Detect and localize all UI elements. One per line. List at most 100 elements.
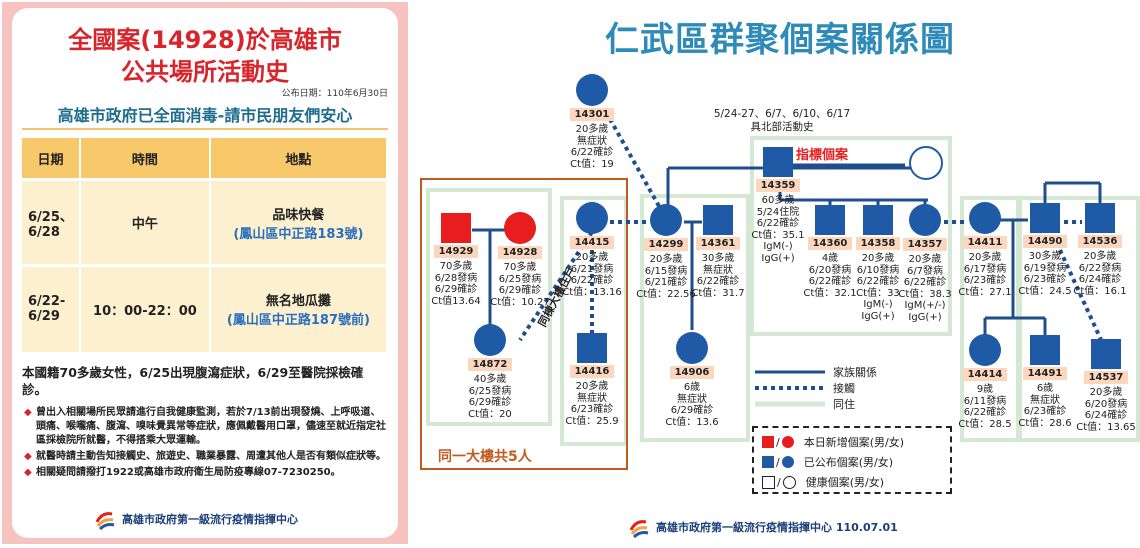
same-building-group bbox=[420, 178, 628, 470]
blue-square-icon bbox=[762, 456, 774, 468]
index-case-label: 指標個案 bbox=[796, 148, 849, 163]
case-id-label: 14299 bbox=[644, 238, 688, 251]
hollow-square-icon bbox=[762, 475, 775, 489]
legend-contact: 接觸 bbox=[755, 382, 855, 395]
diagram-footer-text: 高雄市政府第一級流行疫情指揮中心 110.07.01 bbox=[656, 521, 898, 534]
case-info: 70多歲 6/25發病 6/29確診 Ct值：10.27 bbox=[490, 262, 550, 308]
list-item: ◆就醫時請主動告知接觸史、旅遊史、職業暴露、周遭其他人是否有類似症狀等。 bbox=[24, 451, 386, 462]
legend-healthy-case: / 健康個案(男/女) bbox=[762, 474, 884, 490]
blue-circle-icon bbox=[781, 456, 794, 468]
case-info: 20多歲 6/7發病 6/22確診 Ct值：38.3 IgM(+/-) IgG(… bbox=[898, 254, 952, 323]
case-id-label: 14361 bbox=[696, 237, 740, 250]
legend-new-case: / 本日新增個案(男/女) bbox=[762, 434, 904, 450]
table-row: 6/22-6/29 10：00-22：00 無名地瓜攤 (鳳山區中正路187號前… bbox=[22, 264, 389, 352]
case-id-label: 14415 bbox=[570, 236, 614, 249]
case-node-14358 bbox=[863, 205, 893, 235]
announcement-title-line2: 公共場所活動史 bbox=[121, 58, 289, 86]
row-time: 10：00-22：00 bbox=[80, 264, 211, 352]
announcement-card: 全國案(14928)於高雄市 公共場所活動史 公布日期：110年6月30日 高雄… bbox=[12, 8, 398, 538]
line-legend: 家族關係 接觸 同住 bbox=[755, 360, 965, 420]
row-date: 6/25、6/28 bbox=[22, 178, 81, 266]
diamond-icon: ◆ bbox=[24, 451, 32, 462]
case-info: 20多歲 6/15發病 6/21確診 Ct值：22.56 bbox=[636, 254, 696, 300]
cohabit-box bbox=[426, 188, 552, 426]
case-node-14491 bbox=[1030, 335, 1060, 365]
header-date: 日期 bbox=[22, 138, 81, 180]
venue-table: 日期 時間 地點 6/25、6/28 中午 品味快餐 (鳳山區中正路183號) … bbox=[22, 138, 389, 352]
case-info: 20多歲 6/10發病 6/22確診 Ct值：33 IgM(-) IgG(+) bbox=[856, 253, 900, 322]
case-info: 20多歲 無症狀 6/22確診 Ct值：19 bbox=[570, 124, 614, 170]
row-place-cell: 品味快餐 (鳳山區中正路183號) bbox=[209, 178, 389, 266]
row-time: 中午 bbox=[80, 178, 211, 266]
case-info: 20多歲 6/21發病 6/22確診 Ct值：13.16 bbox=[562, 252, 622, 298]
case-summary: 本國籍70多歲女性，6/25出現腹瀉症狀，6/29至醫院採檢確診。 bbox=[22, 365, 364, 397]
diamond-icon: ◆ bbox=[24, 407, 32, 418]
case-info: 6歲 無症狀 6/23確診 Ct值：28.6 bbox=[1018, 383, 1072, 429]
case-id-label: 14537 bbox=[1084, 371, 1128, 384]
case-info: 20多歲 6/20發病 6/24確診 Ct值：13.65 bbox=[1076, 387, 1136, 433]
legend-published-case: / 已公布個案(男/女) bbox=[762, 454, 893, 470]
case-node-14490 bbox=[1030, 203, 1060, 233]
command-center-logo-icon bbox=[629, 520, 649, 538]
list-item: ◆曾出入相關場所民眾請進行自我健康監測，若於7/13前出現發燒、上呼吸道、頭痛、… bbox=[24, 407, 386, 446]
case-info: 6歲 無症狀 6/29確診 Ct值：13.6 bbox=[665, 382, 719, 428]
diagram-footer: 高雄市政府第一級流行疫情指揮中心 110.07.01 bbox=[628, 516, 898, 538]
cohabit-box bbox=[640, 194, 750, 442]
legend-cohabit: 同住 bbox=[755, 398, 855, 411]
row-place-cell: 無名地瓜攤 (鳳山區中正路187號前) bbox=[209, 264, 389, 352]
announcement-title-line1: 全國案(14928)於高雄市 bbox=[68, 26, 342, 54]
left-footer-text: 高雄市政府第一級流行疫情指揮中心 bbox=[122, 513, 298, 526]
header-place: 地點 bbox=[209, 138, 389, 180]
case-info: 60多歲 5/24住院 6/22確診 Ct值：35.1 IgM(-) IgG(+… bbox=[751, 195, 805, 264]
case-id-label: 14357 bbox=[903, 238, 947, 251]
case-id-label: 14414 bbox=[963, 368, 1007, 381]
case-info: 40多歲 6/25發病 6/29確診 Ct值：20 bbox=[468, 374, 512, 420]
contact-line bbox=[604, 111, 662, 209]
case-info: 70多歲 6/28發病 6/29確診 Ct值13.64 bbox=[431, 261, 481, 307]
legend-family: 家族關係 bbox=[755, 366, 877, 379]
case-info: 9歲 6/11發病 6/22確診 Ct值：28.5 bbox=[958, 384, 1012, 430]
contact-line bbox=[518, 230, 594, 342]
red-circle-icon bbox=[781, 436, 794, 448]
case-info: 20多歲 6/22發病 6/24確診 Ct值：16.1 bbox=[1073, 251, 1127, 297]
case-node-14906 bbox=[676, 332, 708, 364]
case-node-14301 bbox=[576, 74, 608, 106]
case-id-label: 14360 bbox=[808, 237, 852, 250]
same-building-label: 同一大樓共5人 bbox=[438, 449, 532, 465]
case-id-label: 14301 bbox=[570, 108, 614, 121]
place-address: (鳳山區中正路187號前) bbox=[226, 313, 370, 329]
case-node-14361 bbox=[703, 205, 733, 235]
place-name: 品味快餐 bbox=[272, 207, 325, 223]
contact-line bbox=[1058, 249, 1104, 343]
row-date: 6/22-6/29 bbox=[22, 264, 81, 352]
case-node-14416 bbox=[577, 333, 607, 363]
case-id-label: 14411 bbox=[963, 236, 1007, 249]
case-id-label: 14929 bbox=[434, 245, 478, 258]
cohabit-box bbox=[750, 136, 952, 336]
case-node-14929 bbox=[441, 213, 471, 243]
case-node-14928 bbox=[504, 212, 536, 244]
banner-divider bbox=[22, 128, 388, 130]
case-info: 20多歲 6/17發病 6/23確診 Ct值：27.1 bbox=[958, 252, 1012, 298]
header-time: 時間 bbox=[80, 138, 211, 180]
case-id-label: 14536 bbox=[1078, 235, 1122, 248]
red-square-icon bbox=[762, 436, 774, 448]
case-id-label: 14490 bbox=[1023, 235, 1067, 248]
case-id-label: 14358 bbox=[856, 237, 900, 250]
table-row: 6/25、6/28 中午 品味快餐 (鳳山區中正路183號) bbox=[22, 178, 389, 266]
healthy-case-node bbox=[909, 146, 943, 180]
case-info: 30多歲 6/19發病 6/23確診 Ct值：24.5 bbox=[1018, 251, 1072, 297]
case-id-label: 14416 bbox=[570, 365, 614, 378]
table-header-row: 日期 時間 地點 bbox=[22, 138, 389, 180]
case-node-14415 bbox=[576, 202, 608, 234]
announcement-panel: 全國案(14928)於高雄市 公共場所活動史 公布日期：110年6月30日 高雄… bbox=[2, 2, 408, 544]
event-dates: 5/24-27、6/7、6/10、6/17 具北部活動史 bbox=[713, 108, 851, 133]
case-info: 20多歲 無症狀 6/23確診 Ct值：25.9 bbox=[565, 381, 619, 427]
case-node-14360 bbox=[815, 205, 845, 235]
place-address: (鳳山區中正路183號) bbox=[233, 226, 364, 242]
diamond-icon: ◆ bbox=[24, 467, 32, 478]
case-id-label: 14359 bbox=[756, 179, 800, 192]
disinfection-banner: 高雄市政府已全面消毒-請市民朋友們安心 bbox=[57, 106, 353, 125]
diagram-title: 仁武區群聚個案關係圖 bbox=[605, 20, 955, 60]
case-id-label: 14872 bbox=[468, 358, 512, 371]
